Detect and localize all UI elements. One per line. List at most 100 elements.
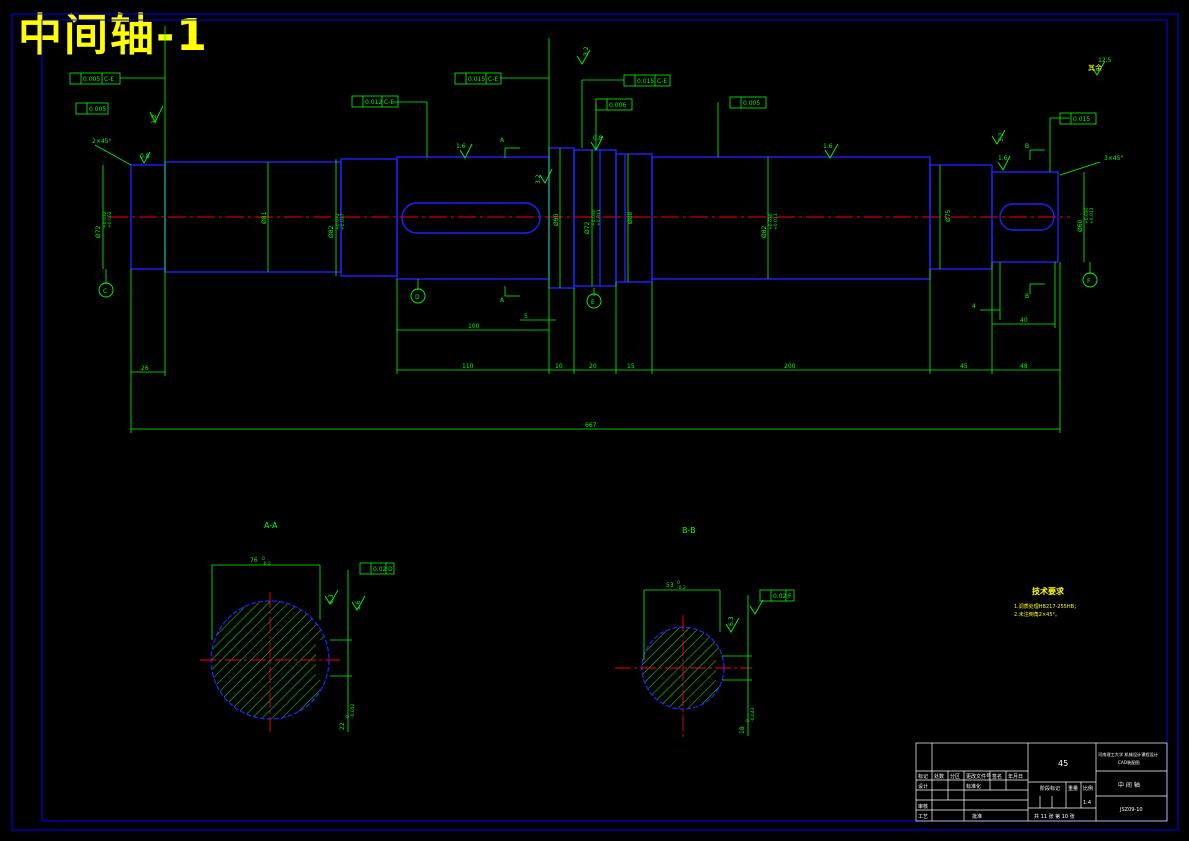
rough-32b: 3.2 xyxy=(583,46,590,56)
dia-seat2-tol: +0.030+0.011 xyxy=(768,213,779,230)
tb-h-std: 标准化 xyxy=(966,783,981,790)
dia-c-tol: +0.032+0.002 xyxy=(102,211,113,228)
dia-right1: Ø75 xyxy=(945,209,952,222)
dia-seat1-tol: +0.072+0.037 xyxy=(335,213,346,230)
rough-16a: 1.6 xyxy=(456,143,466,150)
notes-heading: 技术要求 xyxy=(1032,586,1065,596)
notes-line-2: 2.未注倒角2×45°。 xyxy=(1014,611,1060,618)
section-bb xyxy=(615,589,752,738)
tb-h-check: 审核 xyxy=(918,803,928,810)
rough-rest: 其余 xyxy=(1088,63,1102,72)
dia-f: Ø60 xyxy=(1077,219,1084,232)
rough-63b: 6.3 xyxy=(728,616,735,626)
inner-border xyxy=(41,19,1168,822)
len-15: 15 xyxy=(627,363,635,370)
section-mark-b-bottom: B xyxy=(1025,293,1029,300)
rough-32a: 3.2 xyxy=(151,114,158,124)
section-mark-b-top: B xyxy=(1025,143,1029,150)
dia-seat1: Ø82 xyxy=(328,225,335,238)
datum-e: E xyxy=(591,299,595,306)
tb-school-2: CAD装配图 xyxy=(1118,759,1140,766)
dia-mid: Ø80 xyxy=(627,211,634,224)
tolerance-frames xyxy=(69,72,1097,602)
tb-h-weight: 重量 xyxy=(1068,785,1078,792)
tol-5: 0.015 xyxy=(637,78,654,85)
title-block xyxy=(915,742,1168,822)
tol-4-ref: C-E xyxy=(488,76,498,83)
datum-c: C xyxy=(103,288,107,295)
rough-32c: 3.2 xyxy=(535,174,542,184)
chamfer-left: 2×45° xyxy=(92,138,111,145)
tb-drawing-no: JSZ09-10 xyxy=(1119,807,1143,813)
section-aa xyxy=(200,564,352,732)
tol-2: 0.005 xyxy=(89,106,106,113)
dimension-lines xyxy=(94,26,1101,433)
section-bb-sym-ref: F xyxy=(788,593,792,600)
tb-h-date: 年月日 xyxy=(1008,773,1023,780)
tol-8: 0.015 xyxy=(1073,116,1090,123)
len-40: 40 xyxy=(1020,317,1028,324)
tb-h-stage: 阶段标记 xyxy=(1040,785,1060,792)
dia-seat2: Ø82 xyxy=(761,225,768,238)
len-45: 45 xyxy=(960,363,968,370)
tb-h-process: 工艺 xyxy=(918,814,928,820)
datum-f-circle xyxy=(1082,272,1098,288)
tb-school-1: 河南理工大学 机械设计课程设计 xyxy=(1098,751,1158,758)
datum-f: F xyxy=(1087,278,1091,285)
tb-h-sign: 签名 xyxy=(992,773,1002,780)
rough-32d: 3.2 xyxy=(998,132,1005,142)
section-bb-key: 18 xyxy=(739,726,746,734)
rough-16d: 1.6 xyxy=(355,600,362,610)
len-26: 26 xyxy=(141,365,149,372)
tb-h-doc: 更改文件号 xyxy=(966,773,991,780)
tol-3-ref: C-E xyxy=(384,99,394,106)
tb-h-count: 处数 xyxy=(934,773,944,780)
section-aa-title: A-A xyxy=(264,521,278,530)
tol-1-ref: C-E xyxy=(104,76,114,83)
tol-7: 0.005 xyxy=(743,100,760,107)
len-4: 4 xyxy=(972,303,976,310)
rough-16b: 1.6 xyxy=(823,143,833,150)
section-aa-width-tol: 0-0.2 xyxy=(262,556,271,567)
rough-125: 12.5 xyxy=(1098,57,1112,64)
section-bb-sym: 0.02 xyxy=(773,593,787,600)
tb-h-zone: 分区 xyxy=(950,773,960,780)
tol-5-ref: C-E xyxy=(657,78,667,85)
rough-08a: 0.8 xyxy=(140,153,150,160)
section-aa-sym-ref: D xyxy=(388,566,393,573)
section-bb-width-tol: 0-0.2 xyxy=(677,580,686,591)
chamfer-right: 3×45° xyxy=(1104,155,1123,162)
section-bb-width: 53 xyxy=(666,582,674,589)
dia-f-tol: +0.030+0.011 xyxy=(1084,207,1095,224)
len-20: 20 xyxy=(589,363,597,370)
tb-material: 45 xyxy=(1058,759,1068,768)
notes-line-1: 1.调质处理HB217-255HB； xyxy=(1014,603,1079,610)
section-aa-sym: 0.02 xyxy=(373,566,387,573)
section-bb-key-tol: 0-0.043 xyxy=(745,707,756,722)
section-aa-key-tol: 0-0.052 xyxy=(345,703,356,718)
len-200: 200 xyxy=(784,363,796,370)
dia-body1: Ø81 xyxy=(261,211,268,224)
rough-63a: 6.3 xyxy=(328,594,335,604)
tb-h-mark: 标记 xyxy=(918,773,928,780)
dia-e-tol: +0.030+0.011 xyxy=(591,209,602,226)
len-48: 48 xyxy=(1020,363,1028,370)
tb-scale: 1:4 xyxy=(1083,800,1091,806)
len-110: 110 xyxy=(462,363,474,370)
len-10: 10 xyxy=(555,363,563,370)
tb-h-approve: 批准 xyxy=(972,813,982,820)
roughness-symbols xyxy=(139,49,1106,633)
datum-d: D xyxy=(415,294,420,301)
rough-16c: 1.6 xyxy=(998,155,1008,162)
section-aa-key: 22 xyxy=(339,722,346,730)
tol-4: 0.015 xyxy=(468,76,485,83)
len-100: 100 xyxy=(468,323,480,330)
dia-collar: Ø90 xyxy=(553,213,560,226)
len-total: 667 xyxy=(585,422,597,429)
datum-e-circle xyxy=(586,293,602,309)
outer-border xyxy=(11,13,1179,831)
section-mark-a-top: A xyxy=(500,137,505,144)
datum-d-circle xyxy=(410,288,426,304)
datum-c-circle xyxy=(98,282,114,298)
